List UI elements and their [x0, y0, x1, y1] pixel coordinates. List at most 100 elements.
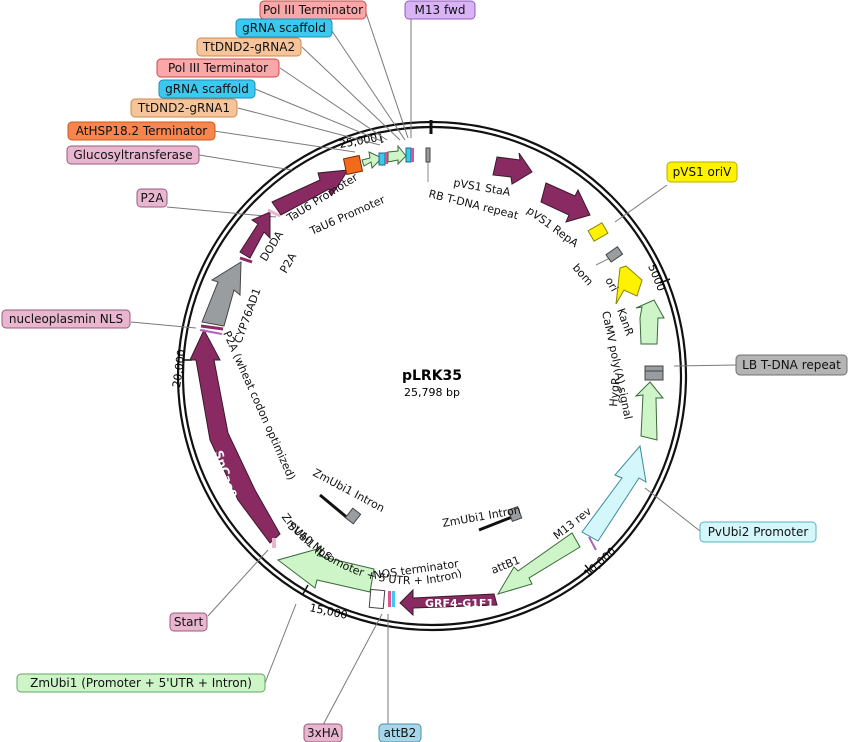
leader-start	[207, 549, 269, 617]
callout-box-3xha	[303, 723, 343, 742]
backbone	[176, 120, 688, 632]
arrow-doda[interactable]	[239, 211, 271, 259]
arrow-glucosyltransferase[interactable]	[271, 169, 349, 216]
label-ori: ori	[602, 275, 620, 294]
callout-text-grna-scaffold-b: gRNA scaffold	[165, 82, 249, 96]
callout-text-lb-tdna: LB T-DNA repeat	[742, 358, 841, 372]
tick-15000: 15,000	[308, 601, 348, 622]
plasmid-length: 25,798 bp	[404, 386, 460, 399]
callout-text-glucosyltransferase: Glucosyltransferase	[73, 148, 192, 162]
leader-nucleoplasmin	[130, 321, 197, 329]
label-zmubi1-intron-left: ZmUbi1 Intron	[311, 466, 387, 515]
callout-text-p2a-a: P2A	[140, 191, 164, 205]
callout-box-m13-fwd	[404, 0, 476, 20]
leader-grna1	[237, 107, 381, 146]
callout-glucosyltransferase: Glucosyltransferase	[66, 145, 200, 165]
box-bom[interactable]	[605, 246, 624, 263]
mark-p2a-wheat	[200, 324, 224, 331]
box-pvs1-oriv[interactable]	[587, 222, 609, 242]
mark-nucleoplasmin	[199, 329, 223, 335]
arrow-kanr[interactable]	[635, 299, 665, 345]
tick-5000: 5000	[645, 262, 668, 293]
callout-athsp-term: AtHSP18.2 Terminator	[67, 121, 216, 141]
tick-25000: 25,000	[338, 131, 378, 150]
arrow-hygr[interactable]	[634, 381, 665, 441]
label-zmubi1-intron-right: ZmUbi1 Intron	[441, 503, 521, 530]
arrow-pvs1-repa[interactable]	[540, 182, 591, 223]
box-pol3-term-b[interactable]	[385, 152, 388, 164]
callout-box-lb-tdna	[735, 354, 848, 376]
mark-p2a-b	[239, 256, 253, 264]
label-grf4-g1f1: GRF4-G1F1	[425, 597, 494, 610]
m13-rev-mark	[588, 536, 597, 551]
leader-zmubi1	[264, 603, 297, 684]
callout-grna-scaffold-a: gRNA scaffold	[235, 18, 333, 38]
callout-text-zmubi1-callout: ZmUbi1 (Promoter + 5'UTR + Intron)	[30, 676, 252, 690]
callout-text-pvs1-oriv: pVS1 oriV	[673, 165, 733, 179]
leader-grna-scaffold-b	[254, 88, 385, 143]
leader-oriv	[614, 184, 668, 223]
arrow-pvubi2[interactable]	[581, 444, 647, 542]
box-lb-tdna[interactable]	[644, 365, 664, 381]
box-nos-terminator[interactable]	[368, 588, 386, 610]
box-athsp-terminator[interactable]	[342, 154, 364, 176]
callout-box-start	[169, 612, 208, 632]
arrow-grf4-g1f1[interactable]	[399, 588, 498, 617]
tick-10000-mark	[584, 564, 593, 574]
callout-start: Start	[169, 612, 208, 632]
box-zmubi1-intron-left	[344, 507, 362, 525]
tick-10000: 10,000	[581, 545, 618, 580]
leader-grna2	[301, 46, 401, 141]
leader-lb-tdna	[673, 364, 737, 367]
callout-ttdnd2-grna1: TtDND2-gRNA1	[130, 98, 238, 118]
leader-p2a	[166, 206, 277, 218]
mark-attb2	[392, 591, 395, 607]
callout-pol3-term-b: Pol III Terminator	[156, 58, 280, 78]
callout-box-ttdnd2-grna2	[196, 37, 302, 57]
callout-box-pol3-term-b	[156, 58, 280, 78]
box-rb-tdna[interactable]	[425, 147, 431, 163]
bar-zmubi1-intron-right[interactable]	[478, 515, 513, 532]
arrow-zmubi1-right[interactable]	[496, 532, 581, 595]
callout-lb-tdna: LB T-DNA repeat	[735, 354, 848, 376]
box-grna1[interactable]	[378, 152, 386, 166]
leader-pol3-b	[279, 67, 388, 141]
callout-text-3xha: 3xHA	[307, 726, 340, 740]
callout-pvubi2: PvUbi2 Promoter	[699, 521, 817, 543]
callout-box-pvs1-oriv	[666, 161, 738, 183]
callout-text-nucleoplasmin-nls: nucleoplasmin NLS	[9, 312, 123, 326]
mark-p2a-c	[267, 208, 281, 218]
arrow-pvs1-staa[interactable]	[492, 152, 533, 185]
callout-p2a-a: P2A	[136, 188, 168, 208]
callout-box-attb2	[378, 723, 422, 742]
callout-box-athsp-term	[67, 121, 216, 141]
callout-text-m13-fwd: M13 fwd	[415, 3, 466, 17]
arrow-ori[interactable]	[615, 265, 643, 305]
callout-box-pvubi2	[699, 521, 817, 543]
callout-text-pvubi2: PvUbi2 Promoter	[708, 525, 809, 539]
label-cyp76ad1: CYP76AD1	[232, 286, 264, 345]
arrow-spcas9[interactable]	[189, 328, 281, 544]
arrow-tau6-promoter-b[interactable]	[387, 144, 407, 166]
callout-ttdnd2-grna2: TtDND2-gRNA2	[196, 37, 302, 57]
label-bom: bom	[570, 261, 596, 288]
callout-pvs1-oriv: pVS1 oriV	[666, 161, 738, 183]
callout-text-athsp-term: AtHSP18.2 Terminator	[76, 124, 208, 138]
mark-3xha	[388, 591, 391, 607]
box-pol3-term-a[interactable]	[411, 148, 414, 162]
label-p2a-b: P2A	[277, 250, 299, 275]
features: GRF4-G1F1 SpCas9	[189, 144, 665, 617]
box-grna2[interactable]	[405, 147, 412, 163]
bar-zmubi1-intron-left[interactable]	[319, 493, 351, 522]
callout-box-nucleoplasmin-nls	[1, 309, 131, 329]
tick-15000-mark	[302, 584, 309, 595]
arrow-tau6-promoter-a[interactable]	[361, 151, 383, 170]
callout-m13-fwd: M13 fwd	[404, 0, 476, 20]
leader-3xha	[322, 613, 383, 726]
tick-20000: 20,000	[170, 348, 188, 388]
arrow-zmubi1-left[interactable]	[276, 547, 375, 593]
callout-box-ttdnd2-grna1	[130, 98, 238, 118]
callout-box-grna-scaffold-a	[235, 18, 333, 38]
arrow-cyp76ad1[interactable]	[201, 261, 242, 327]
